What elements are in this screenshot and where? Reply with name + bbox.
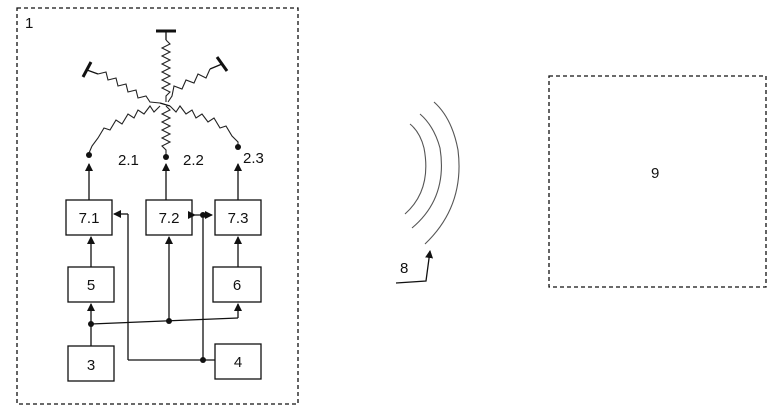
coil-top: [162, 40, 170, 102]
block-7-2-label: 7.2: [159, 210, 180, 227]
coil-label-2-1: 2.1: [118, 152, 139, 169]
receiver-frame-label: 9: [651, 165, 659, 182]
coil-terminal-left: [83, 62, 98, 77]
coil-2-2: [162, 106, 170, 156]
coil-2-2-end: [163, 154, 169, 160]
coil-label-2-3: 2.3: [243, 150, 264, 167]
coil-terminal-top: [156, 31, 176, 40]
coil-2-3-end: [235, 144, 241, 150]
coil-terminal-right: [210, 57, 227, 71]
coil-2-1-end: [86, 152, 92, 158]
block-3-label: 3: [87, 357, 95, 374]
coil-label-2-2: 2.2: [183, 152, 204, 169]
coil-2-3: [170, 106, 238, 146]
block-7-3-label: 7.3: [228, 210, 249, 227]
block-7-1-label: 7.1: [79, 210, 100, 227]
coil-upper-right: [168, 69, 210, 102]
block-6-label: 6: [233, 277, 241, 294]
signal-waves: [405, 102, 459, 244]
coil-upper-left: [98, 72, 160, 103]
block-4-label: 4: [234, 354, 242, 371]
block-5-label: 5: [87, 277, 95, 294]
device-frame-label: 1: [25, 15, 33, 32]
coil-2-1: [89, 106, 160, 153]
signal-label: 8: [400, 260, 408, 277]
